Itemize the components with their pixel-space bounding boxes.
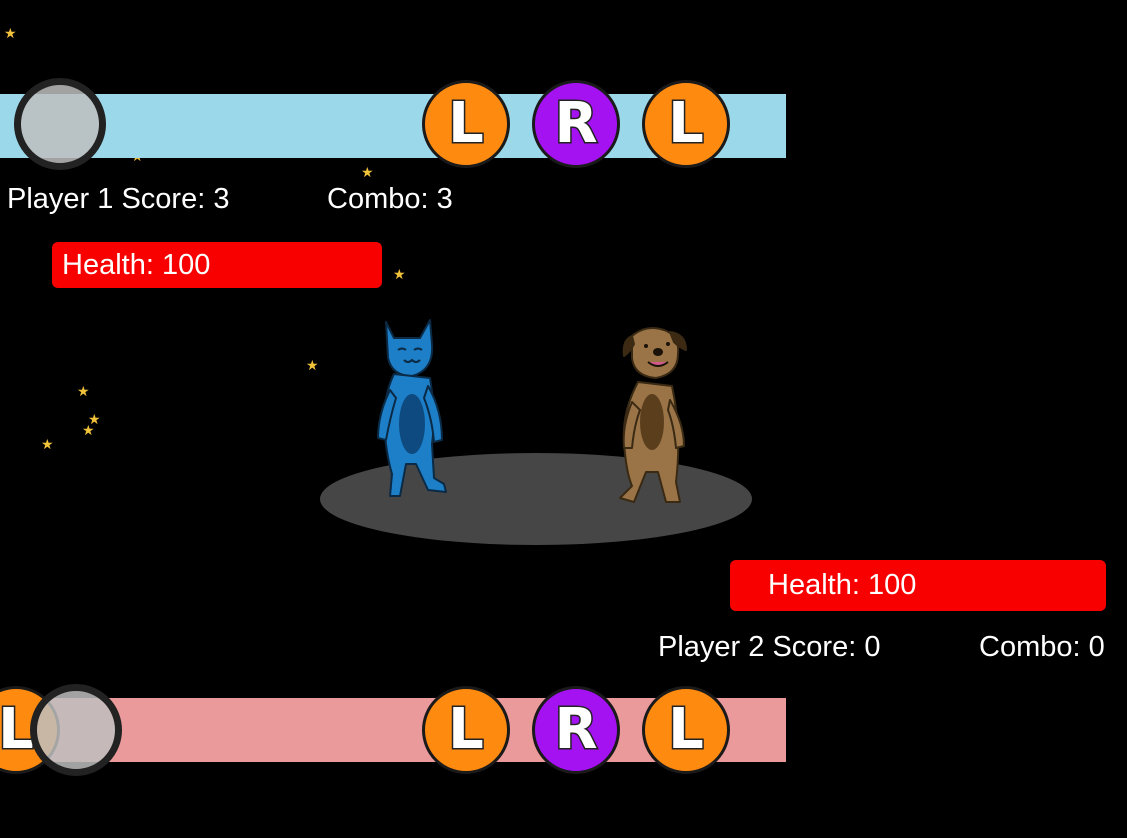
player1-health-bar: Health: 100 [52, 242, 382, 288]
star-icon: ★ [88, 411, 101, 427]
player2-health-bar: Health: 100 [730, 560, 1106, 611]
star-icon: ★ [306, 357, 319, 373]
player2-note-R: R [532, 686, 620, 774]
star-icon: ★ [4, 25, 17, 41]
player2-note-L: L [642, 686, 730, 774]
star-icon: ★ [361, 164, 374, 180]
player2-score: Player 2 Score: 0 [658, 631, 881, 663]
dog-character [619, 327, 687, 503]
player1-note-L: L [642, 80, 730, 168]
player2-combo: Combo: 0 [979, 631, 1105, 663]
player1-combo: Combo: 3 [327, 183, 453, 215]
star-icon: ★ [41, 436, 54, 452]
player2-note-L: L [422, 686, 510, 774]
star-icon: ★ [77, 383, 90, 399]
player1-hit-target [14, 78, 106, 170]
player1-note-R: R [532, 80, 620, 168]
star-icon: ★ [82, 422, 95, 438]
player1-note-L: L [422, 80, 510, 168]
cat-character [377, 319, 447, 497]
star-icon: ★ [393, 266, 406, 282]
player1-score: Player 1 Score: 3 [7, 183, 230, 215]
player2-hit-target [30, 684, 122, 776]
